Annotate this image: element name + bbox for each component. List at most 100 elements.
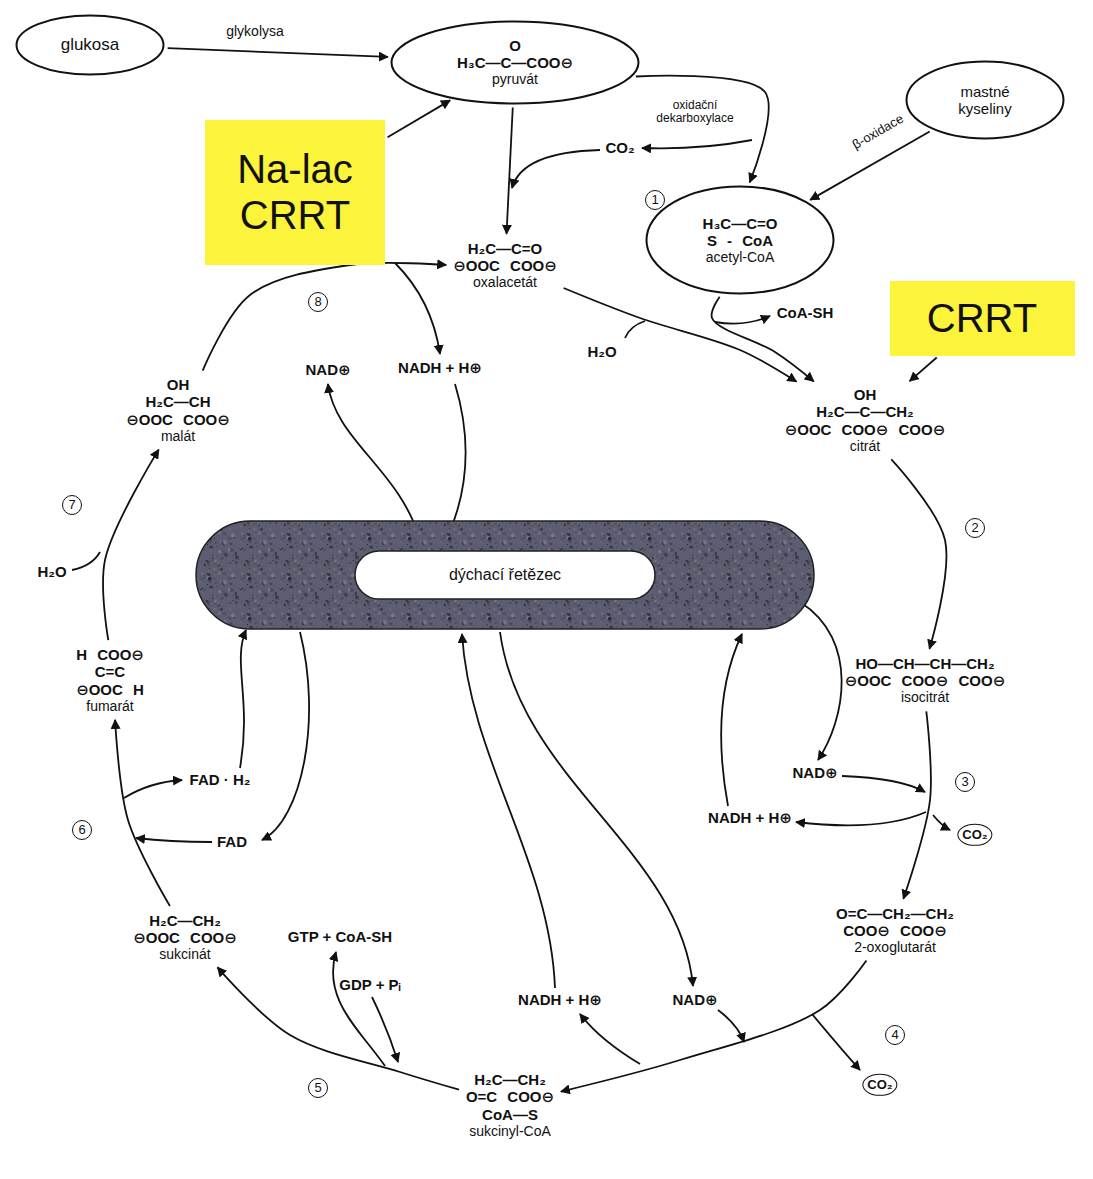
cofactor-arrow bbox=[718, 1010, 744, 1042]
cofactor-label: FAD · H₂ bbox=[190, 772, 251, 789]
cofactor-arrow bbox=[842, 776, 925, 792]
node-text: OHH₂C—CH⊖OOC COO⊖malát bbox=[126, 376, 230, 444]
cofactor-arrow bbox=[395, 263, 440, 354]
reaction-arrow bbox=[910, 357, 937, 381]
highlight-box: CRRT bbox=[890, 281, 1075, 356]
metabolite-name: isocitrát bbox=[845, 689, 1006, 705]
node-text: H₃C—C=OS - CoAacetyl-CoA bbox=[703, 215, 778, 266]
cofactor-label: CO₂ bbox=[862, 1074, 897, 1096]
band-outline bbox=[196, 521, 814, 629]
highlight-box: Na-lac CRRT bbox=[205, 120, 385, 265]
metabolite-ellipse: H₃C—C=OS - CoAacetyl-CoA bbox=[645, 185, 835, 295]
node-label: C=C bbox=[76, 663, 144, 680]
cofactor-arrow bbox=[462, 634, 555, 988]
node-label: OH bbox=[126, 376, 230, 393]
cofactor-arrow bbox=[721, 634, 742, 806]
cofactor-arrow bbox=[715, 316, 770, 324]
node-text: mastné kyseliny bbox=[935, 83, 1035, 118]
cofactor-arrow bbox=[625, 321, 645, 338]
cofactor-arrow bbox=[812, 1014, 860, 1070]
step-number: 3 bbox=[955, 772, 975, 792]
metabolite-name: oxalacetát bbox=[453, 274, 557, 290]
metabolite: OHH₂C—CH⊖OOC COO⊖malát bbox=[122, 373, 234, 447]
cofactor-label: H₂O bbox=[37, 564, 66, 581]
cofactor-label: CO₂ bbox=[957, 824, 992, 846]
node-label: H₂C—C=O bbox=[453, 240, 557, 257]
cofactor-arrow bbox=[500, 632, 693, 986]
cofactor-arrow bbox=[800, 602, 842, 760]
reaction-arrow bbox=[564, 288, 797, 382]
cofactor-label: NADH + H⊕ bbox=[518, 992, 602, 1009]
node-text: OHH₂C—C—CH₂⊖OOC COO⊖ COO⊖citrát bbox=[785, 386, 946, 454]
node-label: H₃C—C—COO⊖ bbox=[457, 54, 573, 71]
cofactor-label: CoA-SH bbox=[777, 305, 834, 322]
node-text: glukosa bbox=[61, 35, 120, 55]
metabolite-name: sukcinyl-CoA bbox=[466, 1123, 554, 1139]
node-label: H COO⊖ bbox=[76, 646, 144, 663]
respiratory-chain-band: dýchací řetězec bbox=[195, 520, 815, 630]
cofactor-label: NAD⊕ bbox=[672, 992, 717, 1009]
cofactor-label: CO₂ bbox=[605, 140, 634, 157]
cofactor-arrow bbox=[642, 140, 752, 148]
node-label: O=C—CH₂—CH₂ bbox=[836, 905, 954, 922]
metabolite-name: sukcinát bbox=[133, 946, 237, 962]
node-label: Na-lac CRRT bbox=[215, 146, 375, 238]
cofactor-label: NADH + H⊕ bbox=[398, 360, 482, 377]
node-label: ⊖OOC COO⊖ bbox=[133, 929, 237, 946]
metabolite: H COO⊖C=C⊖OOC Hfumarát bbox=[72, 643, 148, 717]
node-label: glukosa bbox=[61, 35, 120, 55]
step-number: 1 bbox=[645, 190, 665, 210]
metabolite: H₂C—CH₂O=C COO⊖CoA—Ssukcinyl-CoA bbox=[462, 1068, 558, 1142]
cofactor-arrow bbox=[580, 1014, 640, 1064]
node-label: O bbox=[457, 37, 573, 54]
node-text: H₂C—CH₂⊖OOC COO⊖sukcinát bbox=[133, 912, 237, 963]
cofactor-arrow bbox=[136, 838, 212, 842]
reaction-arrow bbox=[115, 720, 170, 906]
node-text: H COO⊖C=C⊖OOC Hfumarát bbox=[76, 646, 144, 714]
node-label: OH bbox=[785, 386, 946, 403]
node-text: Na-lac CRRT bbox=[215, 146, 375, 238]
edge-label: glykolysa bbox=[224, 24, 286, 39]
step-number: 5 bbox=[308, 1078, 328, 1098]
step-number: 4 bbox=[885, 1025, 905, 1045]
metabolite-name: acetyl-CoA bbox=[703, 249, 778, 265]
cofactor-arrow bbox=[512, 150, 600, 188]
cofactor-label: H₂O bbox=[587, 344, 616, 361]
node-text: HO—CH—CH—CH₂⊖OOC COO⊖ COO⊖isocitrát bbox=[845, 655, 1006, 706]
node-text: dýchací řetězec bbox=[449, 566, 561, 584]
reaction-arrow bbox=[891, 459, 946, 648]
cofactor-label: NAD⊕ bbox=[792, 765, 837, 782]
ellipse-outline bbox=[647, 187, 834, 294]
node-text: H₂C—C=O⊖OOC COO⊖oxalacetát bbox=[453, 240, 557, 291]
metabolite-name: 2-oxoglutarát bbox=[836, 939, 954, 955]
node-label: COO⊖ COO⊖ bbox=[836, 922, 954, 939]
reaction-arrow bbox=[636, 76, 769, 183]
cofactor-label: GTP + CoA-SH bbox=[288, 929, 392, 946]
metabolite: H₂C—C=O⊖OOC COO⊖oxalacetát bbox=[449, 237, 561, 294]
cofactor-label: FAD bbox=[217, 834, 247, 851]
node-text: O=C—CH₂—CH₂COO⊖ COO⊖2-oxoglutarát bbox=[836, 905, 954, 956]
cofactor-arrow bbox=[240, 630, 246, 768]
cofactor-arrow bbox=[124, 780, 182, 798]
reaction-arrow bbox=[103, 450, 159, 640]
node-text: H₂C—CH₂O=C COO⊖CoA—Ssukcinyl-CoA bbox=[466, 1071, 554, 1139]
node-label: O=C COO⊖ bbox=[466, 1088, 554, 1105]
ellipse-outline bbox=[392, 21, 639, 103]
node-text: CRRT bbox=[927, 295, 1037, 341]
metabolite: O=C—CH₂—CH₂COO⊖ COO⊖2-oxoglutarát bbox=[832, 902, 958, 959]
cofactor-label: NAD⊕ bbox=[305, 362, 350, 379]
metabolite-ellipse: OH₃C—C—COO⊖pyruvát bbox=[390, 20, 640, 105]
cofactor-arrow bbox=[796, 812, 926, 825]
cofactor-arrow bbox=[933, 815, 950, 830]
node-label: ⊖OOC COO⊖ bbox=[126, 411, 230, 428]
step-number: 6 bbox=[72, 820, 92, 840]
node-label: ⊖OOC H bbox=[76, 681, 144, 698]
ellipse-outline bbox=[17, 16, 164, 75]
reaction-arrow bbox=[561, 960, 866, 1091]
ellipse-outline bbox=[907, 62, 1064, 139]
node-label: ⊖OOC COO⊖ COO⊖ bbox=[845, 672, 1006, 689]
node-label: HO—CH—CH—CH₂ bbox=[845, 655, 1006, 672]
reaction-arrow bbox=[218, 967, 460, 1089]
node-label: ⊖OOC COO⊖ bbox=[453, 257, 557, 274]
cofactor-arrow bbox=[328, 384, 420, 540]
